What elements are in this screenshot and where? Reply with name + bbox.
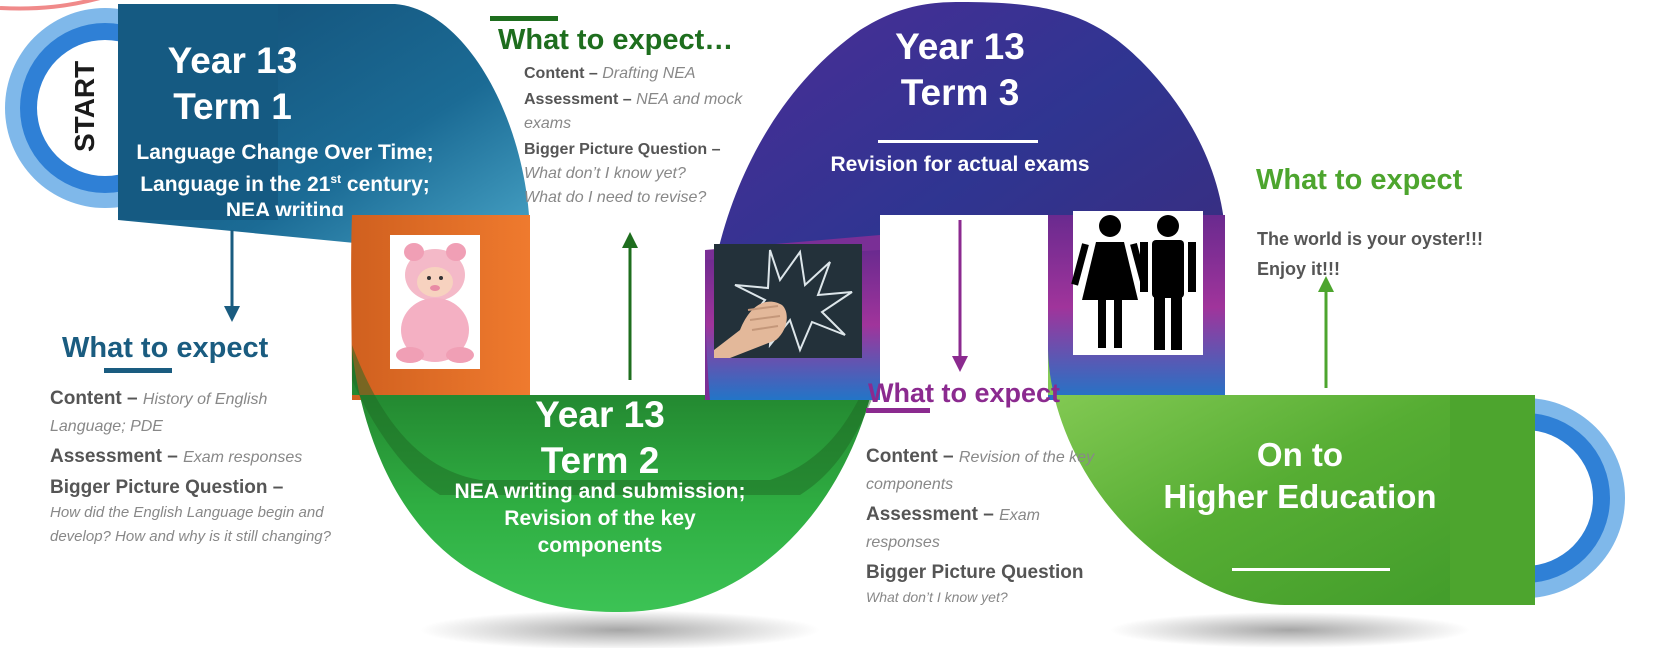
expect1-content: Content – History of English Language; P… [50,388,268,435]
term3-title: Year 13 Term 3 [845,24,1075,116]
term2-title-line2: Term 2 [540,440,660,481]
expect1-details: Content – History of English Language; P… [50,386,335,549]
arrow-up-icon [622,232,638,380]
expect2-content: Content – Drafting NEA [524,65,696,82]
couple-icon [1071,211,1203,355]
term3-title-line1: Year 13 [895,26,1025,67]
expect1-bigger-label: Bigger Picture Question – [50,477,284,498]
term3-title-line2: Term 3 [900,72,1020,113]
expect4-line1: The world is your oyster!!! [1257,229,1484,249]
arrow-up-icon [1318,276,1334,388]
expect1-heading: What to expect [62,332,269,364]
baby-photo [390,235,480,369]
expect2-assessment: Assessment – NEA and mock exams [524,91,743,132]
term2-topics: NEA writing and submission; Revision of … [430,478,770,559]
expect2-bigger-text-2: What do I need to revise? [524,189,707,206]
term1-topics: Language Change Over Time; Language in t… [100,140,470,216]
arrow-down-icon [224,230,240,322]
higher-education-title: On to Higher Education [1140,434,1460,518]
term1-topic-2: Language in the 21st century; [140,172,430,196]
term2-topic-3: components [537,534,663,557]
expect3-assessment: Assessment – Exam responses [866,504,1040,551]
term2-topic-2: Revision of the key [504,507,696,530]
expect2-heading: What to expect… [498,24,734,56]
term1-title: Year 13 Term 1 [120,38,345,130]
expect3-content: Content – Revision of the key components [866,446,1095,493]
term3-topic: Revision for actual exams [830,153,1090,176]
expect3-bigger-text: What don’t I know yet? [866,589,1008,605]
expect4-heading: What to expect [1256,164,1463,196]
term1-topic-3: NEA writing [225,199,345,216]
expect3-heading: What to expect [868,378,1061,408]
start-label: START [69,60,100,152]
expect1-assessment: Assessment – Exam responses [50,446,303,467]
expect2-bigger-text-1: What don’t I know yet? [524,165,686,182]
expect4-details: The world is your oyster!!! Enjoy it!!! [1257,224,1557,284]
higher-education-line1: On to [1256,436,1344,473]
term1-title-line1: Year 13 [167,40,298,81]
arrow-down-icon [952,220,968,372]
term2-topic-1: NEA writing and submission; [454,480,746,503]
higher-education-line2: Higher Education [1163,478,1437,515]
term1-title-line2: Term 1 [173,86,292,127]
fist-photo [714,244,862,358]
expect3-bigger-label: Bigger Picture Question [866,562,1084,583]
expect1-bigger-text: How did the English Language begin and d… [50,504,331,545]
term1-topic-1: Language Change Over Time; [136,141,434,164]
expect3-details: Content – Revision of the key components… [866,444,1106,608]
term2-title: Year 13 Term 2 [485,392,715,484]
expect2-bigger-label: Bigger Picture Question – [524,141,721,158]
term2-title-line1: Year 13 [535,394,665,435]
expect4-line2: Enjoy it!!! [1257,259,1340,279]
expect2-details: Content – Drafting NEA Assessment – NEA … [524,62,769,210]
